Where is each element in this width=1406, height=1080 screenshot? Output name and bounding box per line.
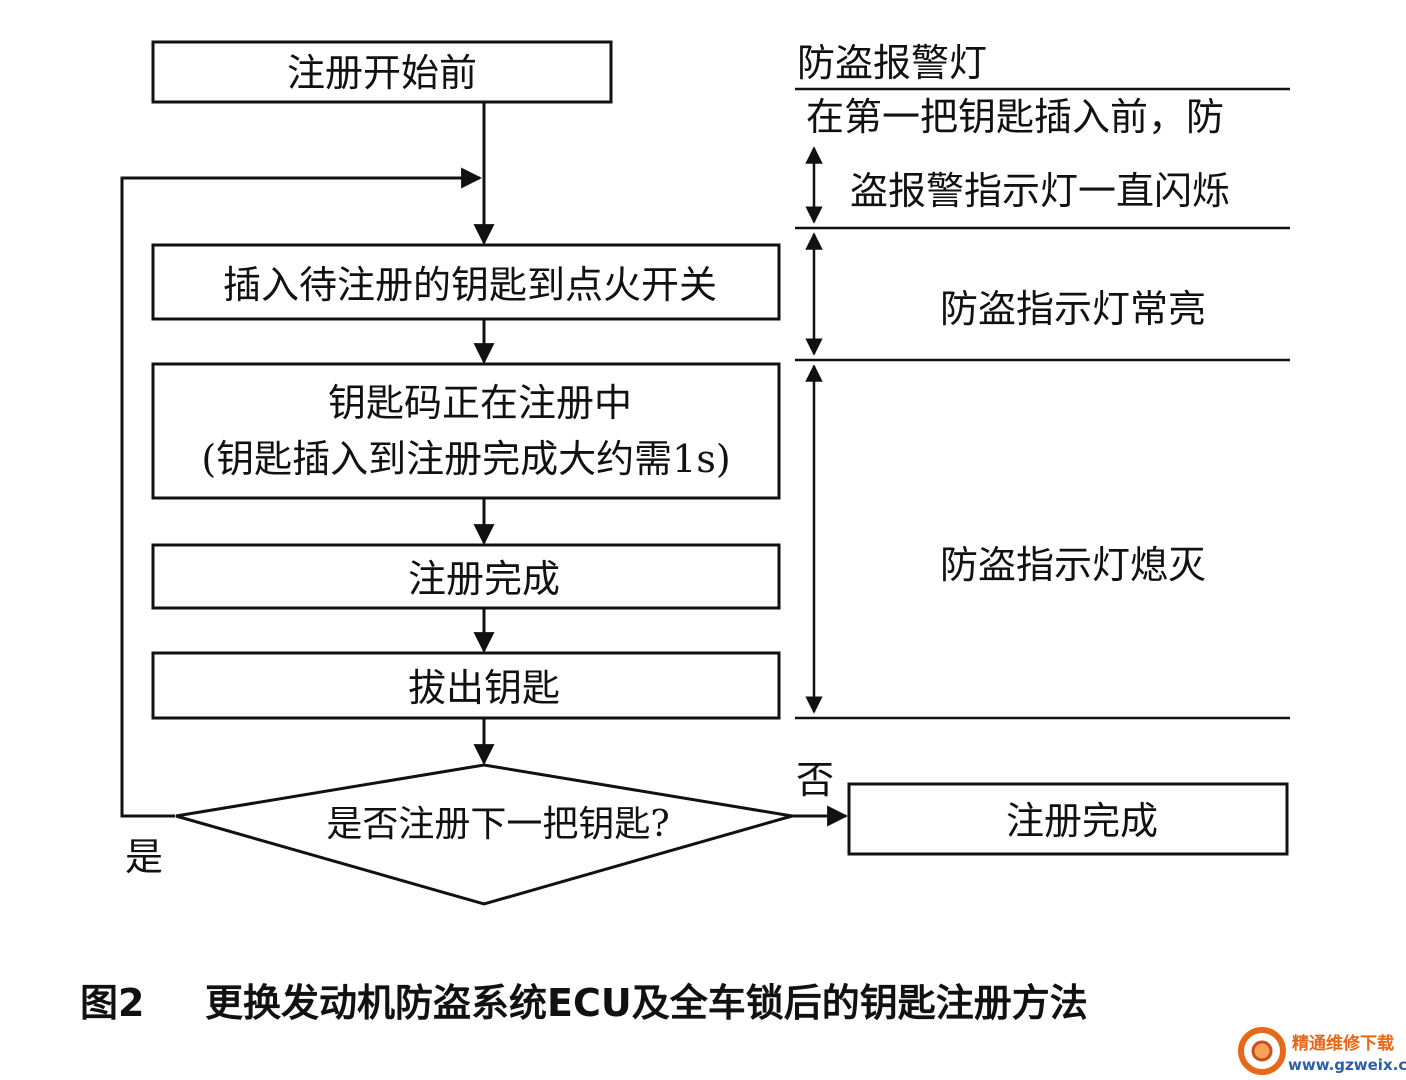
decision-diamond: [175, 763, 793, 906]
insert-key-label: 插入待注册的钥匙到点火开关: [223, 263, 717, 307]
registration-done-label: 注册完成: [408, 557, 560, 601]
phase2-text: 防盗指示灯常亮: [940, 287, 1206, 331]
no-label: 否: [796, 758, 834, 802]
registration-done-box: [151, 543, 781, 610]
registering-line2: (钥匙插入到注册完成大约需1s): [201, 437, 730, 481]
remove-key-box: [151, 651, 781, 720]
final-done-label: 注册完成: [1006, 799, 1158, 843]
registering-box: [151, 362, 781, 500]
watermark-logo: 精通维修下载 www.gzweix.com: [1238, 1027, 1406, 1075]
start-box: [151, 40, 613, 104]
final-done-box: [847, 782, 1289, 856]
indicator-header: 防盗报警灯: [797, 41, 987, 85]
loop-back-line: [120, 167, 483, 818]
decision-label: 是否注册下一把钥匙?: [326, 804, 669, 845]
yes-label: 是: [125, 835, 163, 879]
watermark-line2: www.gzweix.com: [1288, 1056, 1406, 1074]
figure-number: 图2: [80, 981, 144, 1025]
start-label: 注册开始前: [287, 51, 477, 95]
phase3-text: 防盗指示灯熄灭: [940, 543, 1206, 587]
figure-caption: 更换发动机防盗系统ECU及全车锁后的钥匙注册方法: [205, 981, 1088, 1025]
insert-key-box: [151, 243, 781, 321]
phase1-text-line1: 在第一把钥匙插入前，防: [806, 95, 1224, 139]
registering-line1: 钥匙码正在注册中: [328, 381, 632, 425]
remove-key-label: 拔出钥匙: [408, 666, 560, 710]
phase1-text-line2: 盗报警指示灯一直闪烁: [850, 169, 1230, 213]
watermark-line1: 精通维修下载: [1292, 1033, 1394, 1054]
